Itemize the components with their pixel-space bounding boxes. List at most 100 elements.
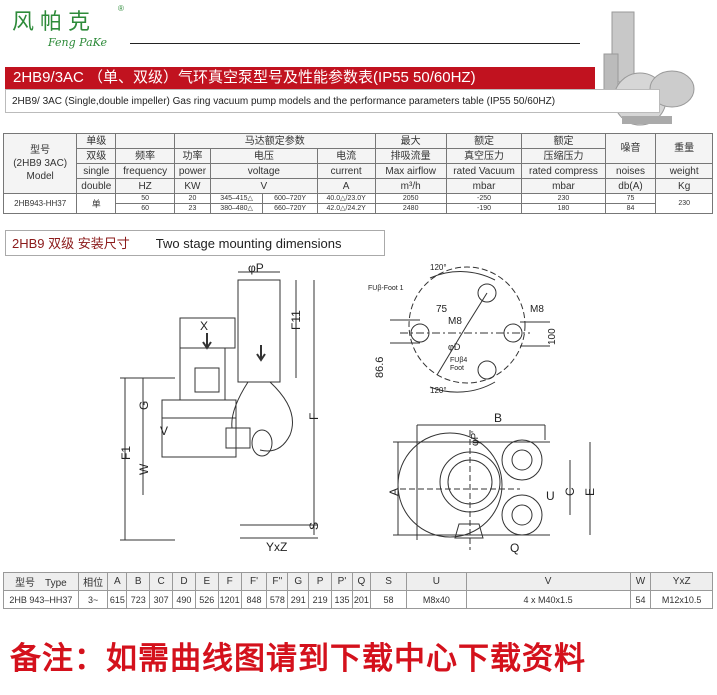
frequency-header: 频率: [115, 148, 176, 164]
weight-header: 重量: [655, 133, 713, 164]
cell: 50: [115, 193, 176, 204]
label-phiP: φP: [248, 261, 264, 275]
dimension-cell: 58: [369, 590, 408, 609]
airflow-header: Max airflow: [374, 163, 447, 179]
dimension-header: B: [126, 572, 151, 591]
dimension-header: A: [107, 572, 128, 591]
dimension-cell: 219: [308, 590, 333, 609]
label-foot4-b: Foot: [450, 365, 464, 372]
dimension-cell: 4 x M40x1.5: [465, 590, 631, 609]
model-header: 型号(2HB9 3AC)Model: [2, 133, 78, 194]
voltage-header: voltage: [209, 163, 318, 179]
label-q: Q: [510, 541, 519, 555]
label-86-6: 86.6: [374, 357, 386, 378]
cell: 42.0△/24.2Y: [316, 203, 376, 214]
cell: 345–415△: [209, 193, 264, 204]
cell: 75: [604, 193, 657, 204]
airflow-unit: m³/h: [374, 178, 447, 194]
current-header: current: [316, 163, 376, 179]
motor-group-header: 马达额定参数: [174, 133, 376, 149]
vacuum-unit: mbar: [445, 178, 523, 194]
noise-header: noises: [604, 163, 657, 179]
frequency-unit: HZ: [115, 178, 176, 194]
cell: 20: [174, 193, 211, 204]
cell: 23: [174, 203, 211, 214]
dimension-cell: 615: [107, 590, 128, 609]
compress-header: rated compress: [521, 163, 606, 179]
section-title-cn: 2HB9 双级 安装尺寸: [12, 236, 130, 251]
dimension-cell: 291: [287, 590, 310, 609]
stage-header: single: [76, 163, 117, 179]
dimension-cell: 2HB 943–HH37: [3, 590, 79, 609]
voltage-unit: V: [209, 178, 318, 194]
dimension-header: 相位: [77, 572, 109, 591]
compress-header: 额定: [521, 133, 606, 149]
weight-header: weight: [655, 163, 713, 179]
dimension-header: Q: [351, 572, 371, 591]
current-header: 电流: [316, 148, 376, 164]
dimension-cell: M8x40: [406, 590, 467, 609]
dimension-header: P: [308, 572, 333, 591]
label-x: X: [200, 319, 208, 333]
cell: 60: [115, 203, 176, 214]
dimension-cell: 135: [331, 590, 353, 609]
label-a: A: [387, 488, 401, 496]
dimension-header: YxZ: [650, 572, 713, 591]
dimension-header: 型号 Type: [3, 572, 79, 591]
cell: 660–720Y: [262, 203, 318, 214]
noise-unit: db(A): [604, 178, 657, 194]
label-foot1: FUβ-Foot 1: [368, 285, 404, 292]
dimension-header: G: [287, 572, 310, 591]
stage-cell: 单: [76, 193, 117, 214]
power-header: 功率: [174, 148, 211, 164]
table-subtitle: 2HB9/ 3AC (Single,double impeller) Gas r…: [5, 89, 660, 113]
vacuum-header: 额定: [445, 133, 523, 149]
dimension-header: F: [217, 572, 242, 591]
label-u: U: [546, 489, 555, 503]
dimension-cell: 54: [629, 590, 652, 609]
label-f11: F11: [289, 310, 303, 330]
power-header: power: [174, 163, 211, 179]
label-foot4: FUβ4: [450, 357, 467, 364]
dimension-cell: 201: [351, 590, 371, 609]
compress-unit: mbar: [521, 178, 606, 194]
airflow-header: 最大: [374, 133, 447, 149]
label-m8: M8: [448, 316, 462, 327]
stage-header: 双级: [76, 148, 117, 164]
label-100: 100: [547, 328, 558, 345]
dimension-header: W: [629, 572, 652, 591]
dimension-cell: 526: [194, 590, 219, 609]
vacuum-header: rated Vacuum: [445, 163, 523, 179]
cell: 2050: [374, 193, 447, 204]
table-row: 60 23 380–480△ 660–720Y 42.0△/24.2Y 2480…: [4, 203, 713, 214]
frequency-header: frequency: [115, 163, 176, 179]
label-c: C: [563, 487, 577, 496]
dimension-cell: M12x10.5: [650, 590, 713, 609]
label-w: W: [137, 463, 151, 475]
dimension-header: U: [406, 572, 467, 591]
mounting-dimension-drawing: [120, 266, 591, 550]
cell: 380–480△: [209, 203, 264, 214]
cell: 180: [521, 203, 606, 214]
dimension-header: S: [369, 572, 408, 591]
label-120-bottom: 120°: [430, 386, 447, 395]
label-g: G: [137, 401, 151, 410]
performance-spec-table: 型号(2HB9 3AC)Model 单级 马达额定参数 最大 额定 额定 噪音 …: [2, 133, 713, 214]
cell: 84: [604, 203, 657, 214]
weight-cell: 230: [655, 193, 713, 214]
label-f: F: [307, 413, 321, 420]
cell: -250: [445, 193, 523, 204]
label-120-top: 120°: [430, 263, 447, 272]
weight-unit: Kg: [655, 178, 713, 194]
current-unit: A: [316, 178, 376, 194]
brand-logo-cn: 风帕克: [12, 10, 97, 35]
dimension-cell: 307: [149, 590, 174, 609]
stage-header: 单级: [76, 133, 117, 149]
label-phiD: φD: [448, 342, 461, 352]
header-divider: [130, 43, 580, 44]
dimension-header: E: [194, 572, 219, 591]
label-75: 75: [436, 304, 448, 315]
dimension-cell: 1201: [217, 590, 242, 609]
compress-header: 压缩压力: [521, 148, 606, 164]
